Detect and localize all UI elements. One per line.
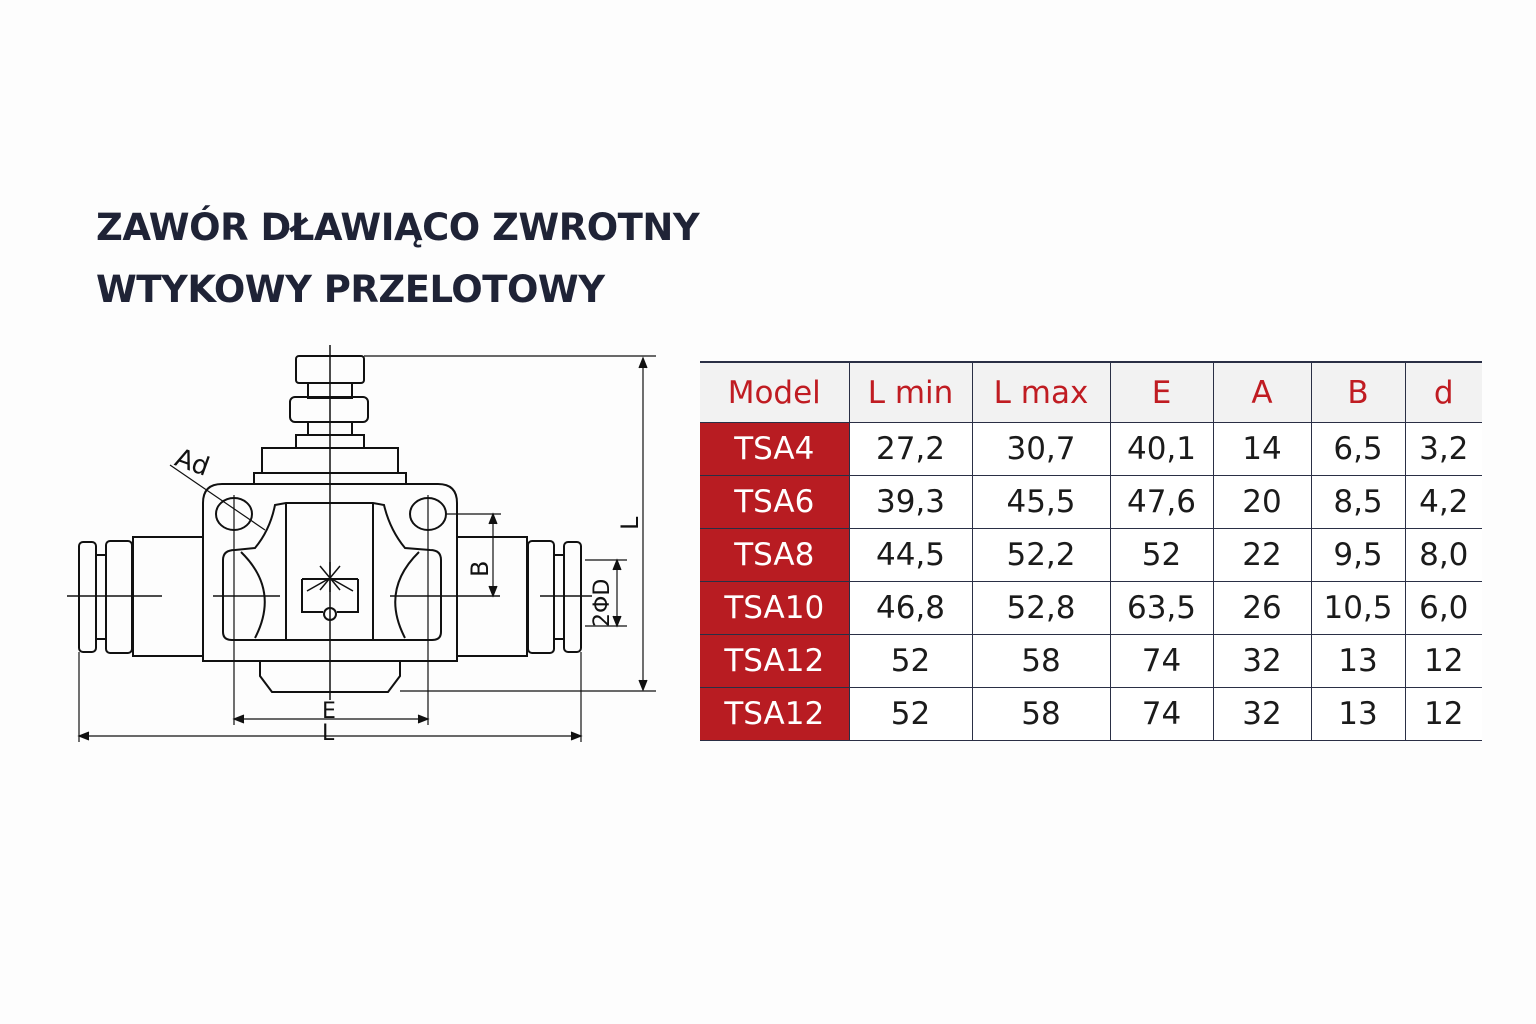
cell-l-max: 58 bbox=[971, 634, 1111, 688]
cell-e: 63,5 bbox=[1109, 581, 1214, 635]
inner-curve-left bbox=[240, 551, 266, 639]
label-hole-diameter: Ad bbox=[171, 443, 213, 483]
cell-l-min: 27,2 bbox=[848, 422, 973, 476]
check-valve-ball bbox=[323, 607, 337, 621]
cell-l-max: 52,2 bbox=[971, 528, 1111, 582]
cell-e: 47,6 bbox=[1109, 475, 1214, 529]
inner-cavity bbox=[222, 502, 442, 641]
cell-l-max: 30,7 bbox=[971, 422, 1111, 476]
right-flange bbox=[563, 541, 582, 653]
cell-e: 74 bbox=[1109, 687, 1214, 741]
cell-b: 8,5 bbox=[1310, 475, 1406, 529]
cell-b: 9,5 bbox=[1310, 528, 1406, 582]
cell-d: 3,2 bbox=[1404, 422, 1482, 476]
cell-e: 40,1 bbox=[1109, 422, 1214, 476]
cell-l-min: 44,5 bbox=[848, 528, 973, 582]
label-e: E bbox=[322, 699, 336, 724]
cell-model: TSA12 bbox=[700, 634, 850, 688]
title-line-2: WTYKOWY PRZELOTOWY bbox=[96, 268, 605, 311]
cell-model: TSA6 bbox=[700, 475, 850, 529]
cell-model: TSA10 bbox=[700, 581, 850, 635]
header-b: B bbox=[1310, 361, 1406, 423]
header-e: E bbox=[1109, 361, 1214, 423]
right-collar bbox=[527, 540, 555, 654]
cell-e: 52 bbox=[1109, 528, 1214, 582]
cell-a: 32 bbox=[1212, 687, 1312, 741]
cell-d: 12 bbox=[1404, 634, 1482, 688]
label-l-horizontal: L bbox=[322, 721, 335, 746]
cell-l-min: 39,3 bbox=[848, 475, 973, 529]
header-model: Model bbox=[700, 361, 850, 423]
valve-technical-drawing: Ad B 2ΦD L E L bbox=[67, 345, 656, 746]
bottom-block bbox=[259, 661, 401, 693]
table-header-row: Model L min L max E A B d bbox=[700, 361, 1482, 423]
label-b: B bbox=[466, 561, 494, 577]
cell-l-max: 52,8 bbox=[971, 581, 1111, 635]
cell-a: 20 bbox=[1212, 475, 1312, 529]
header-d: d bbox=[1404, 361, 1482, 423]
header-l-max: L max bbox=[971, 361, 1111, 423]
cell-model: TSA4 bbox=[700, 422, 850, 476]
cell-l-max: 58 bbox=[971, 687, 1111, 741]
cell-a: 14 bbox=[1212, 422, 1312, 476]
left-ring bbox=[95, 554, 107, 640]
cell-d: 8,0 bbox=[1404, 528, 1482, 582]
cell-b: 13 bbox=[1310, 634, 1406, 688]
right-ring bbox=[553, 554, 565, 640]
cell-a: 32 bbox=[1212, 634, 1312, 688]
header-a: A bbox=[1212, 361, 1312, 423]
cell-l-min: 52 bbox=[848, 687, 973, 741]
cell-d: 12 bbox=[1404, 687, 1482, 741]
cell-a: 26 bbox=[1212, 581, 1312, 635]
cell-b: 13 bbox=[1310, 687, 1406, 741]
cell-d: 4,2 bbox=[1404, 475, 1482, 529]
cell-l-min: 46,8 bbox=[848, 581, 973, 635]
title-line-1: ZAWÓR DŁAWIĄCO ZWROTNY bbox=[96, 206, 700, 249]
cell-l-min: 52 bbox=[848, 634, 973, 688]
cell-model: TSA12 bbox=[700, 687, 850, 741]
cell-l-max: 45,5 bbox=[971, 475, 1111, 529]
cell-e: 74 bbox=[1109, 634, 1214, 688]
cell-b: 6,5 bbox=[1310, 422, 1406, 476]
cell-b: 10,5 bbox=[1310, 581, 1406, 635]
left-flange bbox=[78, 541, 97, 653]
lock-nut bbox=[289, 396, 369, 423]
valve-body bbox=[202, 483, 458, 662]
inner-curve-right bbox=[394, 551, 420, 639]
header-l-min: L min bbox=[848, 361, 973, 423]
cell-d: 6,0 bbox=[1404, 581, 1482, 635]
label-2d: 2ΦD bbox=[590, 579, 615, 627]
cell-a: 22 bbox=[1212, 528, 1312, 582]
label-l-vertical: L bbox=[616, 516, 644, 530]
left-collar bbox=[105, 540, 133, 654]
cell-model: TSA8 bbox=[700, 528, 850, 582]
